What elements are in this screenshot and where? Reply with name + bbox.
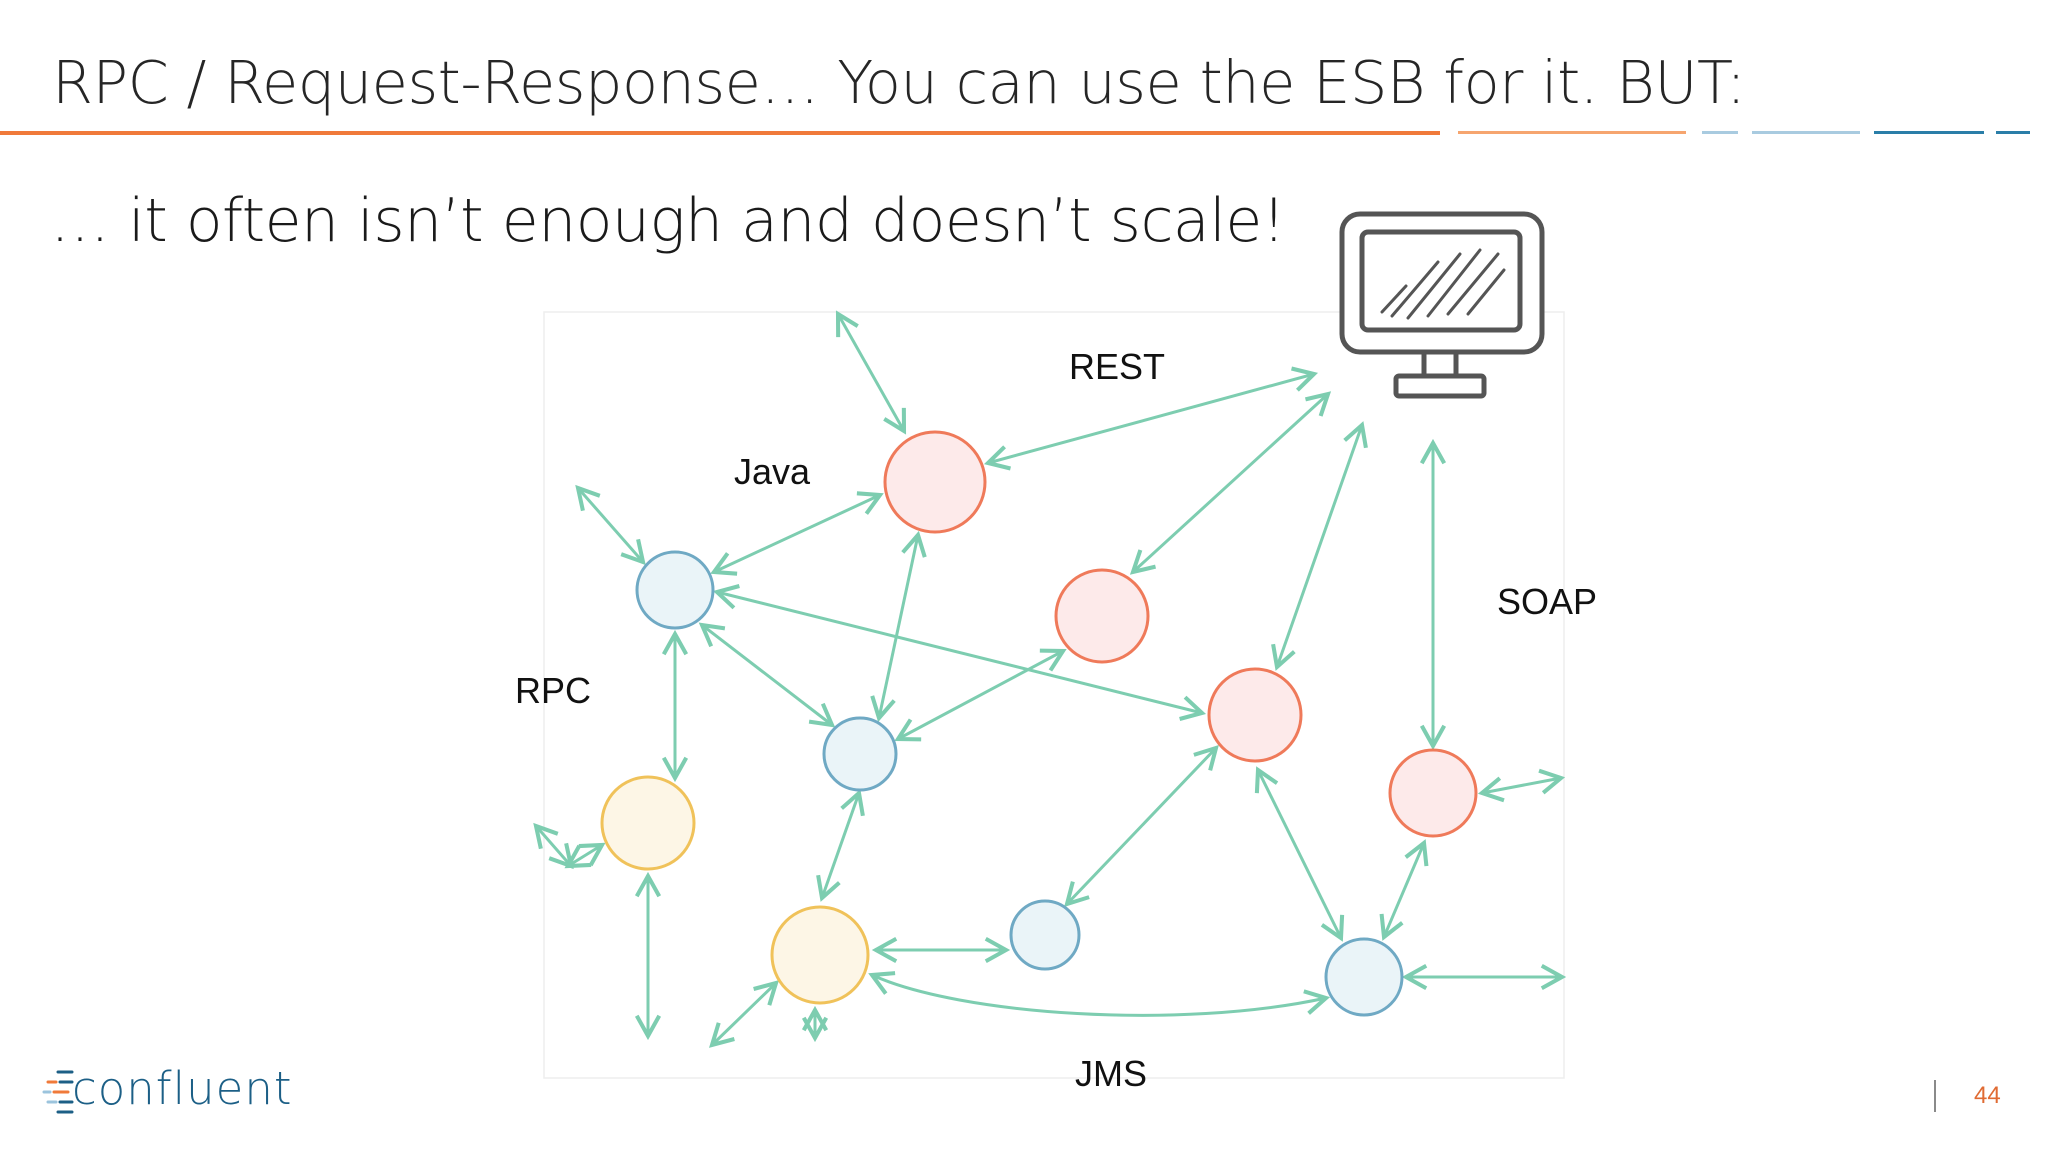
slide-subtitle: … it often isn’t enough and doesn’t scal… <box>50 186 1286 256</box>
arrow <box>564 842 606 869</box>
node-red <box>1388 748 1478 838</box>
arrow <box>1254 766 1345 942</box>
arrow <box>709 980 779 1048</box>
arrow <box>816 789 865 902</box>
slide-title: RPC / Request-Response… You can use the … <box>52 48 1746 117</box>
monitor-icon <box>1339 211 1545 399</box>
node-blue <box>822 716 898 792</box>
confluent-logo-text: confluent <box>72 1062 293 1115</box>
arrow <box>575 484 646 566</box>
label-soap: SOAP <box>1497 581 1597 622</box>
arrow <box>1379 839 1429 941</box>
node-yellow <box>770 905 870 1005</box>
arrow <box>1477 768 1566 803</box>
title-rule-light-blue-1 <box>1702 131 1738 134</box>
arrow <box>868 971 1331 1017</box>
arrow <box>698 622 836 728</box>
arrow <box>835 310 907 435</box>
arrow <box>1271 421 1368 671</box>
node-red <box>1207 667 1303 763</box>
title-rule-blue-1 <box>1874 131 1984 134</box>
label-rpc: RPC <box>515 670 591 711</box>
page-number: 44 <box>1974 1082 2001 1109</box>
arrow <box>1064 744 1219 908</box>
title-rule-blue-2 <box>1996 131 2030 134</box>
page-number-separator <box>1934 1080 1936 1112</box>
title-rule-light-blue-2 <box>1752 131 1860 134</box>
node-red <box>1054 568 1150 664</box>
node-blue <box>1324 937 1404 1017</box>
label-jms: JMS <box>1075 1053 1147 1094</box>
label-java: Java <box>734 451 811 492</box>
title-rule-light-orange <box>1458 131 1686 134</box>
arrow <box>894 648 1067 742</box>
node-blue <box>635 550 715 630</box>
service-nodes <box>600 430 1478 1017</box>
title-rule-orange <box>0 131 1440 135</box>
label-rest: REST <box>1069 346 1165 387</box>
node-yellow <box>600 775 696 871</box>
connection-arrows <box>533 310 1567 1048</box>
confluent-logo-icon <box>42 1070 74 1114</box>
node-red <box>883 430 987 534</box>
node-blue <box>1009 899 1081 971</box>
arrow <box>710 491 884 576</box>
